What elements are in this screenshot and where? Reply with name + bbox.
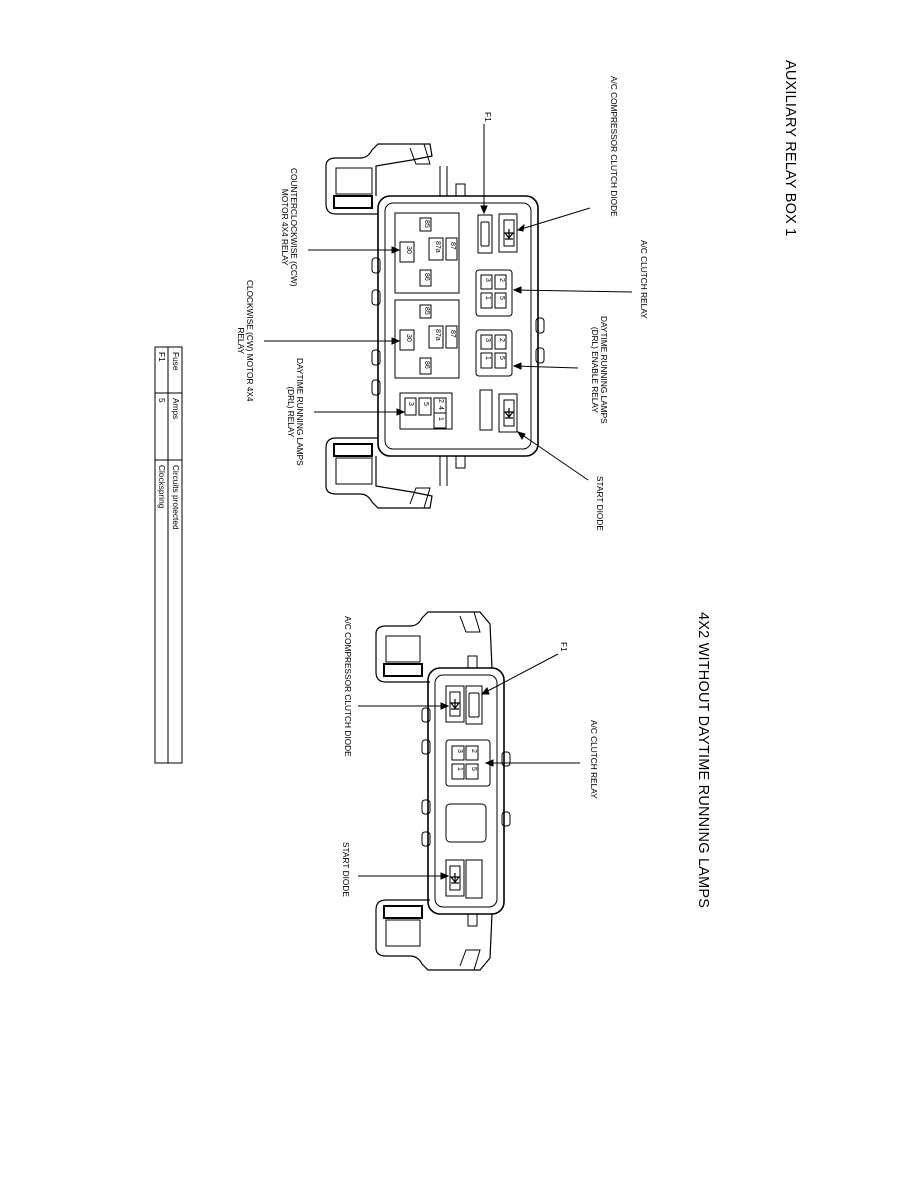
diagram2-title: 4X2 WITHOUT DAYTIME RUNNING LAMPS (695, 612, 711, 909)
d2-acr-terminal-1: 1 (456, 767, 463, 771)
label-ac-compressor-clutch-diode: A/C COMPRESSOR CLUTCH DIODE (609, 76, 619, 217)
cw-terminal-86: 86 (423, 361, 430, 369)
fuse-table-header-fuse: Fuse (171, 352, 181, 371)
label-drl-enable-relay-line2: (DRL) ENABLE RELAY (590, 326, 601, 413)
acr-terminal-2: 2 (498, 278, 505, 282)
ccw-terminal-30: 30 (405, 246, 412, 254)
label-cw-relay-line2: RELAY (236, 327, 247, 355)
label-ccw-relay: COUNTERCLOCKWISE (CCW) MOTOR 4X4 RELAY (280, 168, 299, 287)
fuse-table-cell-amps: 5 (157, 398, 167, 403)
label-ac-clutch-relay: A/C CLUTCH RELAY (639, 240, 649, 319)
fuse-table-cell-fuse: F1 (157, 352, 167, 362)
drl-terminal-3: 3 (407, 402, 414, 406)
acr-terminal-3: 3 (484, 278, 491, 282)
diagram1-title: AUXILIARY RELAY BOX 1 (782, 60, 798, 237)
d2-label-f1: F1 (559, 642, 569, 652)
cw-terminal-85: 85 (423, 307, 430, 315)
label-f1: F1 (483, 112, 493, 122)
drle-terminal-1: 1 (484, 356, 491, 360)
ccw-terminal-87a: 87a (434, 241, 441, 253)
drle-terminal-5: 5 (498, 356, 505, 360)
d2-label-start-diode: START DIODE (341, 842, 351, 897)
d2-label-ac-clutch-relay: A/C CLUTCH RELAY (589, 720, 599, 799)
relay-box-2 (358, 611, 580, 971)
drl-terminal-2: 2 (437, 399, 444, 403)
label-drl-relay-line2: (DRL) RELAY (286, 386, 297, 438)
label-start-diode: START DIODE (595, 476, 605, 531)
drle-terminal-3: 3 (484, 338, 491, 342)
fuse-table-grid (154, 346, 183, 764)
fuse-table-header-circuits: Circuits protected (171, 465, 181, 530)
label-cw-relay-line1: CLOCKWISE (CW) MOTOR 4X4 (245, 280, 255, 402)
d2-acr-terminal-5: 5 (470, 767, 477, 771)
label-drl-enable-relay: DAYTIME RUNNING LAMPS (DRL) ENABLE RELAY (590, 316, 609, 424)
fuse-table-header-amps: Amps (171, 398, 181, 420)
label-ccw-relay-line1: COUNTERCLOCKWISE (CCW) (289, 168, 299, 287)
relay-box-1 (264, 124, 633, 509)
ccw-terminal-87: 87 (449, 242, 456, 250)
acr-terminal-1: 1 (484, 296, 491, 300)
label-cw-relay: CLOCKWISE (CW) MOTOR 4X4 RELAY (236, 280, 255, 402)
cw-terminal-30: 30 (405, 334, 412, 342)
drl-terminal-4: 4 (437, 406, 444, 410)
label-drl-relay: DAYTIME RUNNING LAMPS (DRL) RELAY (286, 358, 305, 466)
label-drl-relay-line1: DAYTIME RUNNING LAMPS (295, 358, 305, 466)
drl-terminal-5: 5 (422, 402, 429, 406)
d2-acr-terminal-2: 2 (470, 749, 477, 753)
ccw-terminal-85: 85 (423, 220, 430, 228)
drl-terminal-1: 1 (437, 417, 444, 421)
drle-terminal-2: 2 (498, 338, 505, 342)
acr-terminal-5: 5 (498, 296, 505, 300)
ccw-terminal-86: 86 (423, 273, 430, 281)
label-ccw-relay-line2: MOTOR 4X4 RELAY (280, 188, 291, 266)
d2-acr-terminal-3: 3 (456, 749, 463, 753)
cw-terminal-87: 87 (449, 330, 456, 338)
label-drl-enable-relay-line1: DAYTIME RUNNING LAMPS (599, 316, 609, 424)
cw-terminal-87a: 87a (434, 329, 441, 341)
fuse-table-cell-circuits: Clockspring (157, 465, 167, 509)
d2-label-ac-compressor-clutch-diode: A/C COMPRESSOR CLUTCH DIODE (343, 616, 353, 757)
